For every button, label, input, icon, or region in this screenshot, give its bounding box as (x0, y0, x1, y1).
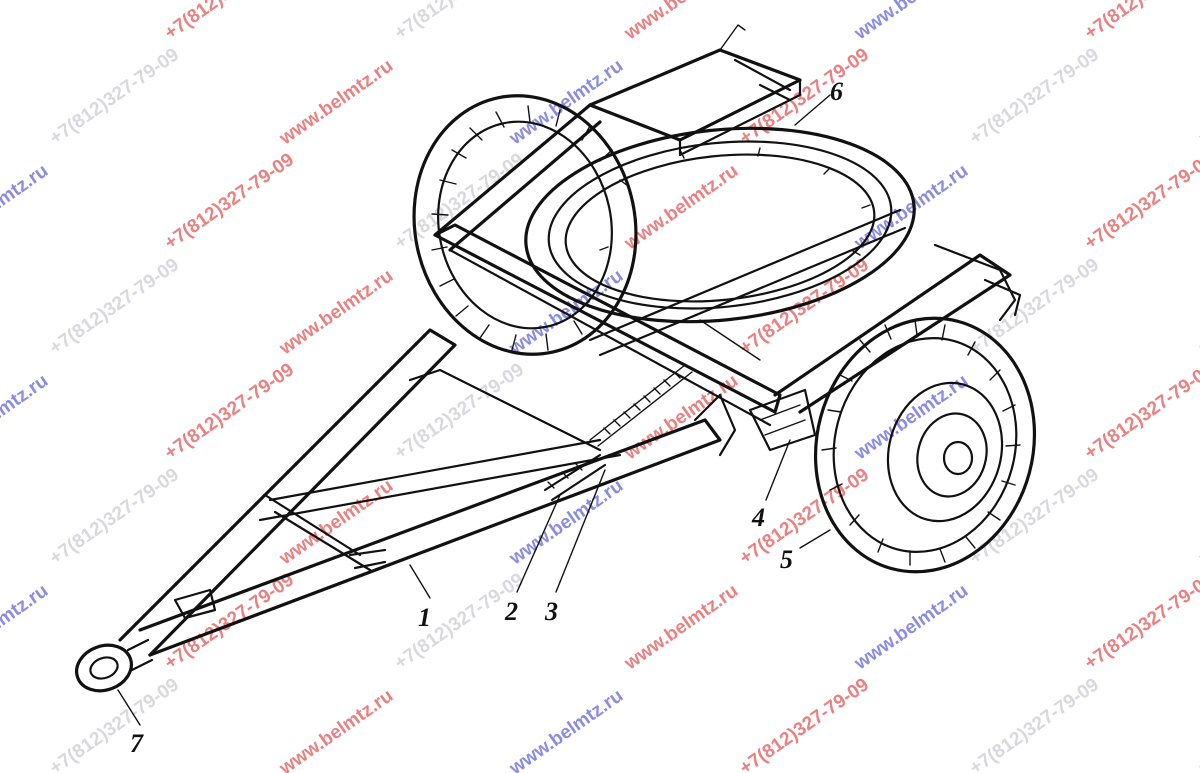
safety-chain-spring (543, 364, 693, 502)
watermark-text: www.belmtz.ru (0, 160, 52, 254)
watermark-text: www.belmtz.ru (275, 265, 397, 359)
callout-1: 1 (418, 603, 431, 632)
watermark-text: +7(812)327-79-09 (966, 674, 1103, 773)
watermark-text: www.belmtz.ru (275, 55, 397, 149)
front-right-wheel (813, 316, 1037, 574)
watermark-text: www.belmtz.ru (0, 370, 52, 464)
watermark-text: www.belmtz.ru (620, 580, 742, 674)
watermark-text: +7(812)327-79-09 (966, 254, 1103, 359)
watermark-text: www.belmtz.ru (0, 580, 52, 674)
watermark-text: +7(812)327-79-09 (966, 44, 1103, 149)
watermark-text: +7(812)327-79-09 (391, 359, 528, 464)
leader-lines (117, 94, 831, 726)
watermark-text: www.belmtz.ru (850, 160, 972, 254)
callout-4: 4 (751, 503, 765, 532)
watermark-text: +7(812)327-79-09 (1081, 0, 1200, 44)
towing-eye (75, 638, 154, 693)
turntable-ring (524, 126, 916, 324)
watermark-text: +7(812)327-79-09 (391, 0, 528, 44)
callout-labels: 1 2 3 4 5 6 7 (130, 77, 843, 758)
watermark-text: www.belmtz.ru (505, 55, 627, 149)
watermark-text: +7(812)327-79-09 (736, 674, 873, 773)
watermark-text: +7(812)327-79-09 (1081, 569, 1200, 674)
watermark-text: +7(812)327-79-09 (1081, 149, 1200, 254)
trailer-frame (433, 24, 1022, 427)
watermark-text: +7(812)327-79-09 (161, 0, 298, 44)
rear-left-wheel (412, 94, 638, 356)
watermark-text: www.belmtz.ru (620, 160, 742, 254)
watermark-text: +7(812)327-79-09 (161, 359, 298, 464)
watermark-text: +7(812)327-79-09 (46, 44, 183, 149)
callout-3: 3 (544, 597, 558, 626)
callout-7: 7 (130, 729, 144, 758)
watermark-text: +7(812)327-79-09 (46, 464, 183, 569)
watermark-text: www.belmtz.ru (1195, 685, 1200, 773)
watermark-text: www.belmtz.ru (505, 685, 627, 773)
watermark-text: www.belmtz.ru (850, 0, 972, 45)
watermark-text: www.belmtz.ru (1195, 265, 1200, 359)
watermark-text: www.belmtz.ru (850, 370, 972, 464)
watermark-text: +7(812)327-79-09 (1081, 359, 1200, 464)
drawbar (118, 328, 737, 657)
watermark-text: www.belmtz.ru (275, 685, 397, 773)
watermark-text: www.belmtz.ru (850, 580, 972, 674)
watermark-text: www.belmtz.ru (1195, 55, 1200, 149)
callout-5: 5 (780, 545, 793, 574)
watermark-text: www.belmtz.ru (0, 0, 52, 45)
watermark-text: www.belmtz.ru (1195, 475, 1200, 569)
callout-6: 6 (830, 77, 843, 106)
watermark-text: +7(812)327-79-09 (46, 254, 183, 359)
axle-bracket (748, 388, 817, 452)
watermark-text: www.belmtz.ru (620, 0, 742, 45)
callout-2: 2 (504, 597, 518, 626)
watermark-text: +7(812)327-79-09 (161, 149, 298, 254)
